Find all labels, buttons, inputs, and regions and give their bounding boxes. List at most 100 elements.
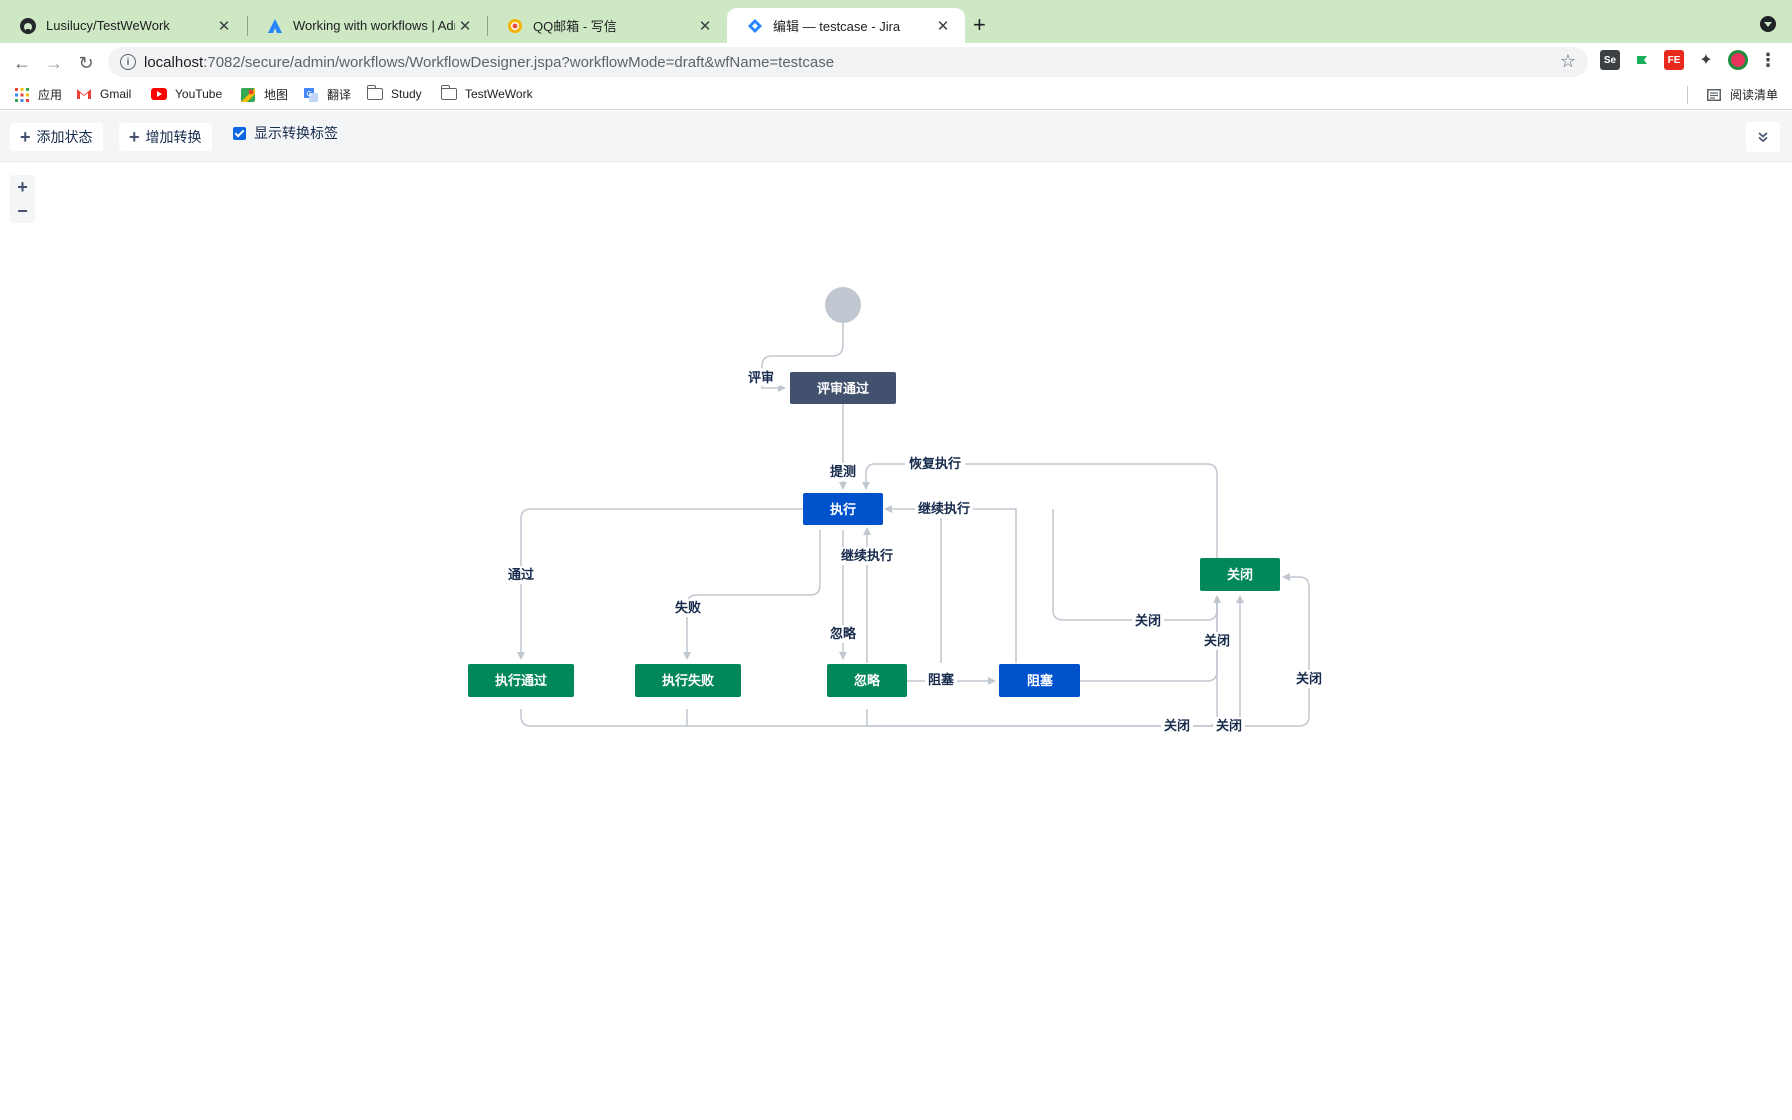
browser-tab-atlassian-docs[interactable]: Working with workflows | Admi ✕ [247, 8, 487, 43]
bookmarks-divider [1687, 86, 1688, 104]
flag-extension-icon[interactable] [1632, 50, 1652, 70]
edge-continue-execution-blocked[interactable] [941, 508, 1017, 663]
bookmark-star-icon[interactable]: ☆ [1559, 51, 1576, 71]
transition-label-ignore[interactable]: 忽略 [830, 626, 857, 641]
bookmark-apps[interactable]: 应用 [14, 86, 62, 103]
jira-icon [747, 18, 763, 34]
status-label: 执行 [830, 502, 856, 517]
transition-label-close-1[interactable]: 关闭 [1135, 613, 1161, 628]
show-labels-checkbox[interactable] [233, 126, 246, 140]
status-execute-failed[interactable]: 执行失败 [635, 664, 741, 697]
add-status-button[interactable]: + 添加状态 [10, 123, 103, 151]
edge-continue-execution-1[interactable] [892, 508, 942, 663]
bookmark-maps[interactable]: 地图 [240, 86, 288, 103]
reload-icon[interactable]: ↻ [78, 52, 94, 73]
edge-close-5[interactable] [1240, 576, 1310, 727]
tab-title: Lusilucy/TestWeWork [46, 18, 170, 33]
url-host: localhost [144, 53, 204, 71]
bookmark-label: 应用 [38, 88, 63, 102]
bookmark-label: YouTube [175, 87, 223, 101]
workflow-designer-toolbar [0, 111, 1792, 162]
status-execute[interactable]: 执行 [803, 493, 883, 525]
workflow-start-node[interactable] [825, 287, 861, 323]
bookmark-label: TestWeWork [465, 87, 533, 101]
site-info-icon[interactable]: i [120, 54, 136, 70]
transition-label-close-4[interactable]: 关闭 [1164, 718, 1190, 733]
browser-tab-qqmail[interactable]: QQ邮箱 - 写信 ✕ [487, 8, 727, 43]
folder-icon [367, 85, 383, 102]
back-arrow-icon[interactable]: ← [13, 52, 31, 73]
edge-resume-execution[interactable] [865, 463, 1218, 558]
transition-labels: 评审 提测 恢复执行 继续执行 继续执行 通过 失败 忽略 阻塞 关闭 关闭 关… [505, 368, 1325, 735]
folder-icon [441, 85, 457, 102]
gmail-icon [76, 86, 92, 102]
browser-tab-github[interactable]: Lusilucy/TestWeWork ✕ [0, 8, 246, 43]
bookmarks-bar: 应用 Gmail YouTube 地图 G 翻译 Study TestWeWor… [0, 82, 1792, 110]
bookmark-label: 翻译 [327, 88, 352, 102]
transition-label-continue-execution-1[interactable]: 继续执行 [918, 501, 970, 516]
fe-helper-icon[interactable]: FE [1664, 50, 1684, 70]
edge-close-1[interactable] [1052, 509, 1218, 621]
transition-label-close-3[interactable]: 关闭 [1296, 671, 1322, 686]
close-icon[interactable]: ✕ [217, 17, 231, 35]
status-ignored[interactable]: 忽略 [827, 664, 907, 697]
edge-review[interactable] [761, 322, 844, 389]
add-transition-button[interactable]: + 增加转换 [119, 123, 212, 151]
close-icon[interactable]: ✕ [458, 17, 472, 35]
close-icon[interactable]: ✕ [936, 17, 950, 35]
status-execute-passed[interactable]: 执行通过 [468, 664, 574, 697]
transition-label-resume-execution[interactable]: 恢复执行 [909, 456, 961, 471]
show-labels-text: 显示转换标签 [254, 125, 338, 141]
zoom-out-button[interactable]: − [17, 200, 28, 221]
transition-label-continue-execution-2[interactable]: 继续执行 [841, 548, 893, 563]
transition-label-pass[interactable]: 通过 [508, 567, 534, 582]
transition-label-close-2[interactable]: 关闭 [1204, 633, 1230, 648]
browser-tab-strip: Lusilucy/TestWeWork ✕ Working with workf… [0, 0, 1792, 43]
qqmail-icon [507, 18, 523, 34]
bookmark-folder-testwework[interactable]: TestWeWork [441, 85, 533, 102]
maps-icon [240, 87, 256, 103]
transition-label-submit-test[interactable]: 提测 [830, 464, 856, 479]
atlassian-icon [267, 18, 283, 34]
add-transition-label: 增加转换 [145, 129, 202, 145]
bookmark-youtube[interactable]: YouTube [151, 86, 222, 102]
status-review-passed[interactable]: 评审通过 [790, 372, 896, 404]
tab-search-icon[interactable] [1760, 16, 1776, 32]
new-tab-plus-icon[interactable]: + [973, 12, 986, 37]
browser-tab-jira-active[interactable]: 编辑 — testcase - Jira ✕ [727, 8, 965, 43]
extensions-puzzle-icon[interactable]: ✦ [1699, 52, 1713, 69]
transition-label-review[interactable]: 评审 [748, 370, 774, 385]
close-icon[interactable]: ✕ [698, 17, 712, 35]
status-label: 评审通过 [817, 381, 869, 396]
selenium-ide-icon[interactable]: Se [1600, 50, 1620, 70]
bookmark-gmail[interactable]: Gmail [76, 86, 131, 102]
more-menu-icon[interactable]: ⋮ [1759, 49, 1777, 70]
reading-list-icon [1706, 87, 1722, 103]
bookmark-folder-study[interactable]: Study [367, 85, 422, 102]
bookmark-translate[interactable]: G 翻译 [303, 86, 351, 103]
bookmark-label: Gmail [100, 87, 132, 101]
transition-label-fail[interactable]: 失败 [675, 600, 701, 615]
workflow-diagram: 评审通过 执行 关闭 执行通过 执行失败 忽略 阻塞 评审 提测 恢复执行 继续… [468, 287, 1325, 735]
status-blocked[interactable]: 阻塞 [999, 664, 1080, 697]
tab-divider [487, 16, 488, 36]
forward-arrow-icon[interactable]: → [45, 52, 63, 73]
edge-fail[interactable] [686, 530, 821, 652]
address-bar[interactable]: i localhost:7082/secure/admin/workflows/… [108, 47, 1588, 77]
status-label: 阻塞 [1027, 673, 1054, 688]
profile-avatar-icon[interactable] [1728, 50, 1748, 70]
zoom-in-button[interactable]: + [17, 176, 28, 197]
collapse-chevron-icon[interactable] [1746, 122, 1780, 152]
transition-label-close-5[interactable]: 关闭 [1216, 718, 1242, 733]
status-label: 执行通过 [495, 673, 547, 688]
show-transition-labels-toggle[interactable]: 显示转换标签 [233, 123, 338, 143]
edge-close-3[interactable] [520, 600, 1218, 727]
apps-grid-icon [14, 87, 30, 103]
reading-list-button[interactable]: 阅读清单 [1706, 86, 1778, 103]
bookmark-label: Study [391, 87, 422, 101]
url-path: :7082/secure/admin/workflows/WorkflowDes… [203, 53, 835, 71]
bookmark-label: 地图 [264, 88, 289, 102]
transition-label-block[interactable]: 阻塞 [928, 672, 955, 687]
edge-pass[interactable] [520, 508, 804, 652]
status-closed[interactable]: 关闭 [1200, 558, 1280, 591]
